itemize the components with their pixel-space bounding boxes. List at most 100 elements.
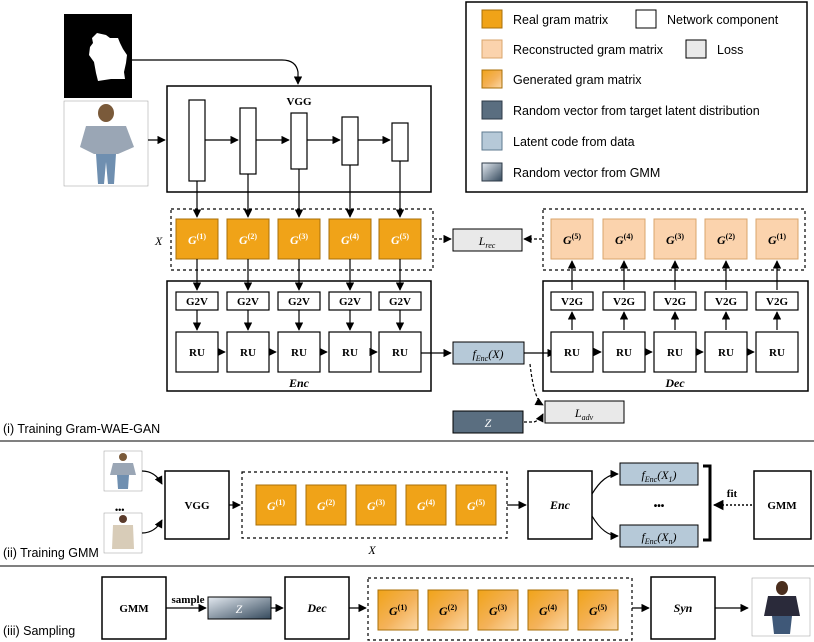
gram-row-ii: G(1)G(2)G(3)G(4)G(5) <box>255 484 497 526</box>
decoder-columns: G(5)V2GRUG(4)V2GRUG(3)V2GRUG(2)V2GRUG(1)… <box>550 218 799 373</box>
legend-label-reconstructed: Reconstructed gram matrix <box>513 43 664 57</box>
mask-silhouette <box>89 33 127 81</box>
ladv-box <box>544 400 625 424</box>
legend-label-real: Real gram matrix <box>513 13 609 27</box>
fenc-label: fEnc(X) <box>472 347 503 363</box>
real-gram-label-4: G(4) <box>341 232 359 247</box>
g2v-3-label: G2V <box>288 296 310 308</box>
person-photo <box>63 100 149 187</box>
iii-gram-label-1: G(1) <box>389 603 407 618</box>
dec-ru-4-label: RU <box>718 347 734 359</box>
dec-ru-1-label: RU <box>564 347 580 359</box>
ii-gram-label-2: G(2) <box>317 498 335 513</box>
section1-title: (i) Training Gram-WAE-GAN <box>3 422 160 436</box>
dec-ru-1 <box>550 331 594 373</box>
dec3-box <box>284 576 350 640</box>
fn-box <box>619 524 699 548</box>
legend: Real gram matrix Network component Recon… <box>465 1 808 193</box>
legend-label-gmm-vector: Random vector from GMM <box>513 166 660 180</box>
v2g-4-label: V2G <box>715 296 737 308</box>
enc2-to-fn-arrow <box>591 515 619 541</box>
fn-label: fEnc(Xn) <box>641 530 676 546</box>
v2g-5-label: V2G <box>766 296 788 308</box>
vgg2-label: VGG <box>184 500 210 512</box>
z-to-ladv-arrow <box>524 413 544 423</box>
legend-swatch-reconstructed <box>481 39 503 59</box>
enc-ru-5 <box>378 331 422 373</box>
g2v-4-label: G2V <box>339 296 361 308</box>
recon-gram-3 <box>653 218 697 260</box>
v2g-2-label: V2G <box>613 296 635 308</box>
z-label: Z <box>485 416 492 430</box>
section-sampling: GMM sample Z Dec Syn (iii) Sampling <box>3 576 811 641</box>
lrec-box <box>452 228 523 252</box>
enc-label: Enc <box>288 376 310 390</box>
enc-ru-2 <box>226 331 270 373</box>
iii-gram-label-4: G(4) <box>539 603 557 618</box>
real-gram-1 <box>175 218 219 260</box>
sample-label: sample <box>172 594 205 606</box>
f1-box <box>619 462 699 486</box>
f1-label: fEnc(X1) <box>641 468 676 484</box>
ladv-label: Ladv <box>574 406 594 422</box>
enc-ru-1 <box>175 331 219 373</box>
fenc-to-ladv-arrow <box>529 363 544 406</box>
real-gram-2 <box>226 218 270 260</box>
dec3-label: Dec <box>306 601 327 615</box>
real-gram-label-5: G(5) <box>391 232 409 247</box>
gram-group-iii <box>367 577 633 641</box>
vgg-layer-2 <box>239 107 257 175</box>
v2g-3 <box>653 291 697 311</box>
vgg-layer-1 <box>188 99 206 182</box>
enc2-label: Enc <box>549 498 571 512</box>
enc2-box <box>527 470 593 540</box>
enc-ru-5-label: RU <box>392 347 408 359</box>
legend-label-latent-code: Latent code from data <box>513 135 635 149</box>
legend-swatch-real <box>481 9 503 29</box>
dec-ru-5-label: RU <box>769 347 785 359</box>
real-gram-4 <box>328 218 372 260</box>
ii-gram-3 <box>355 484 397 526</box>
syn-label: Syn <box>674 601 693 615</box>
iii-gram-2 <box>427 589 469 631</box>
dec-label: Dec <box>664 376 685 390</box>
legend-label-target-vector: Random vector from target latent distrib… <box>513 104 760 118</box>
ii-gram-label-3: G(3) <box>367 498 385 513</box>
ii-gram-2 <box>305 484 347 526</box>
dec-ru-2-label: RU <box>616 347 632 359</box>
v2g-4 <box>704 291 748 311</box>
dec-ru-5 <box>755 331 799 373</box>
photo-bottom-to-vgg-arrow <box>141 519 163 534</box>
recon-gram-5 <box>550 218 594 260</box>
legend-swatch-gmm-vector <box>481 162 503 182</box>
recon-gram-4 <box>602 218 646 260</box>
ellipsis-middle: ••• <box>654 501 665 512</box>
lrec-label: Lrec <box>478 234 496 250</box>
section-training-gmm: ••• VGG X Enc fEnc(X1) ••• fEnc(Xn) fit … <box>3 450 812 560</box>
gmm3-label: GMM <box>119 603 149 615</box>
vgg-layer-5 <box>391 122 409 162</box>
recon-gram-label-4: G(4) <box>615 232 633 247</box>
recon-gram-2 <box>704 218 748 260</box>
ii-gram-label-4: G(4) <box>417 498 435 513</box>
fit-label: fit <box>727 488 738 500</box>
ii-gram-1 <box>255 484 297 526</box>
output-photo <box>751 577 811 637</box>
enc-ru-4-label: RU <box>342 347 358 359</box>
g2v-1-label: G2V <box>186 296 208 308</box>
ii-gram-label-1: G(1) <box>267 498 285 513</box>
legend-label-network: Network component <box>667 13 779 27</box>
recon-gram-label-5: G(5) <box>563 232 581 247</box>
dec-ru-4 <box>704 331 748 373</box>
x-label-ii: X <box>367 543 376 557</box>
ii-gram-4 <box>405 484 447 526</box>
iii-gram-label-3: G(3) <box>489 603 507 618</box>
enc2-to-f1-arrow <box>591 469 619 495</box>
recon-gram-label-2: G(2) <box>717 232 735 247</box>
gram-row-iii: G(1)G(2)G(3)G(4)G(5) <box>377 589 619 631</box>
recon-gram-1 <box>755 218 799 260</box>
g2v-2-label: G2V <box>237 296 259 308</box>
iii-gram-label-2: G(2) <box>439 603 457 618</box>
iii-gram-1 <box>377 589 419 631</box>
